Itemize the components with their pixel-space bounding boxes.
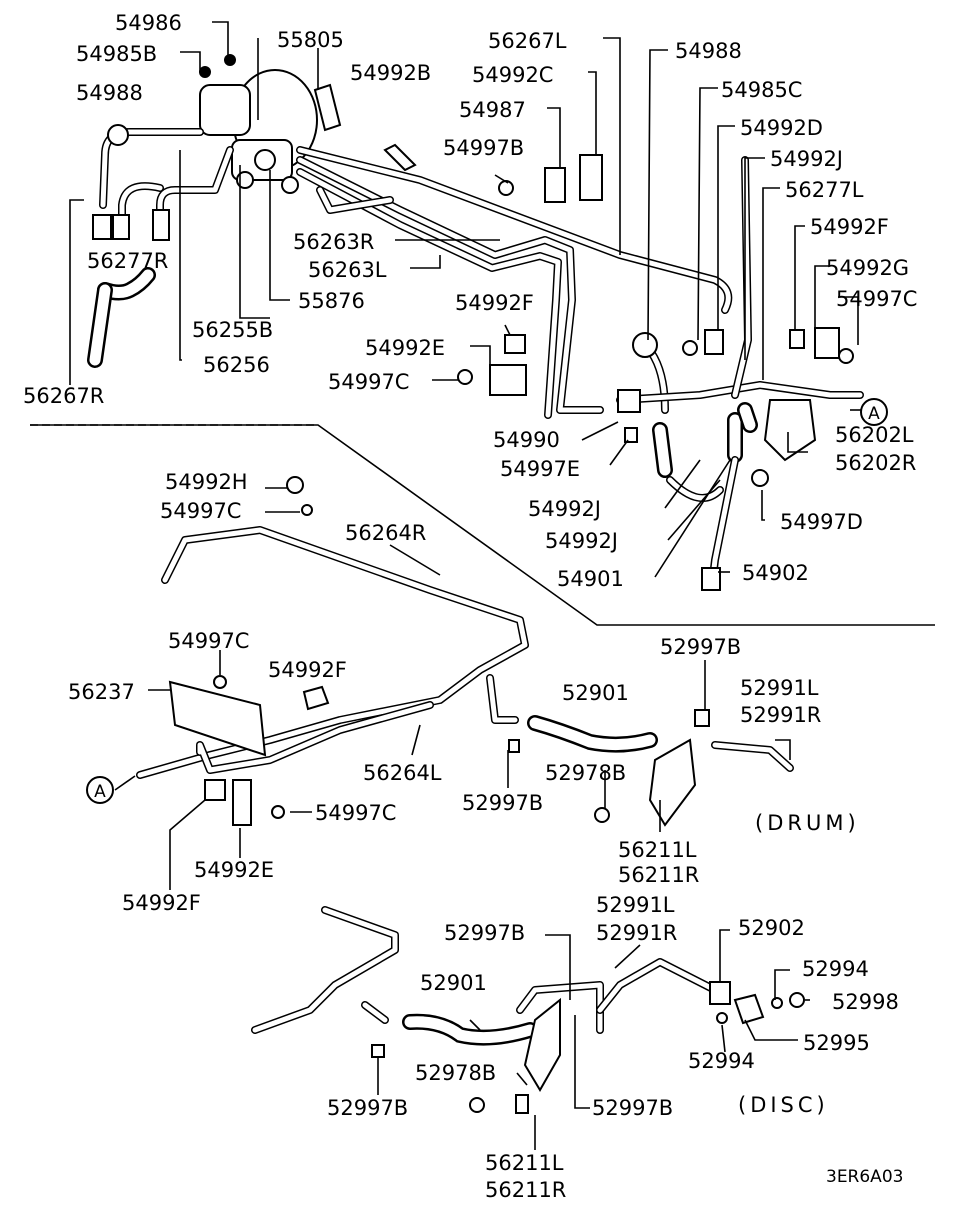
part-label: 56211L: [485, 1151, 564, 1175]
part-label: 54988: [76, 81, 143, 105]
part-label: 52901: [562, 681, 629, 705]
part-label: 54992C: [472, 63, 553, 87]
part-label: 54997B: [443, 136, 524, 160]
part-label: 54997C: [328, 370, 409, 394]
part-label: 54992J: [770, 147, 843, 171]
part-label: 54997C: [315, 801, 396, 825]
part-label: 54992G: [826, 256, 909, 280]
part-label: 52997B: [660, 635, 741, 659]
part-label: 56264L: [363, 761, 442, 785]
part-label: 56267L: [488, 29, 567, 53]
part-label: 54997C: [160, 499, 241, 523]
part-label: 54997E: [500, 457, 580, 481]
main-brake-lines: [296, 143, 864, 487]
part-label: 54992F: [810, 215, 889, 239]
reference-label-a: A: [868, 404, 880, 424]
part-label: 54992E: [194, 858, 274, 882]
part-label: 56211L: [618, 838, 697, 862]
reference-marker-a-top: A: [860, 398, 888, 426]
part-label: 54992F: [122, 891, 201, 915]
part-label: 56264R: [345, 521, 426, 545]
disc-detail-parts: [251, 906, 805, 1114]
reference-marker-a-bottom: A: [86, 776, 114, 804]
part-label: 52994: [802, 957, 869, 981]
rear-brake-lines: [136, 476, 529, 826]
part-label: 56202R: [835, 451, 916, 475]
part-label: 54992F: [268, 658, 347, 682]
part-label: 54992E: [365, 336, 445, 360]
part-label: 55805: [277, 28, 344, 52]
part-label: 56211R: [618, 863, 699, 887]
part-label: 54992B: [350, 61, 431, 85]
part-label: 54992F: [455, 291, 534, 315]
part-label: 54990: [493, 428, 560, 452]
part-label: 56256: [203, 353, 270, 377]
part-label: 52902: [738, 916, 805, 940]
leader-lines: [69, 21, 862, 1150]
part-label: 54985C: [721, 78, 802, 102]
part-label: 56267R: [23, 384, 104, 408]
drum-detail-parts: [508, 709, 794, 827]
part-labels: 54986 54985B 55805 54988 54992B 56267L 5…: [23, 11, 917, 1202]
part-label: 54992J: [545, 529, 618, 553]
front-left-brake-lines: [87, 124, 234, 368]
part-label: 54992D: [740, 116, 823, 140]
part-label: 56202L: [835, 423, 914, 447]
part-label: 54992H: [165, 470, 248, 494]
master-cylinder-assembly: [199, 54, 342, 194]
part-label: 52901: [420, 971, 487, 995]
part-label: 52991R: [596, 921, 677, 945]
part-label: 54902: [742, 561, 809, 585]
part-label: 52991L: [740, 676, 819, 700]
part-label: 52997B: [327, 1096, 408, 1120]
part-label: 52978B: [545, 761, 626, 785]
part-label: 56237: [68, 680, 135, 704]
part-label: 52994: [688, 1049, 755, 1073]
section-divider-lines: [30, 424, 935, 626]
part-label: 54901: [557, 567, 624, 591]
part-label: 52995: [803, 1031, 870, 1055]
part-label: 56263L: [308, 258, 387, 282]
diagram-code: 3ER6A03: [826, 1167, 903, 1187]
part-label: 52998: [832, 990, 899, 1014]
part-label: 56255B: [192, 318, 273, 342]
part-label: 52997B: [592, 1096, 673, 1120]
part-label: 54997C: [836, 287, 917, 311]
part-label: 52991R: [740, 703, 821, 727]
part-label: 52991L: [596, 893, 675, 917]
part-label: 54987: [459, 98, 526, 122]
front-hoses: [652, 402, 758, 591]
part-label: 54992J: [528, 497, 601, 521]
part-label: 54997C: [168, 629, 249, 653]
part-label: 54997D: [780, 510, 863, 534]
disc-section-label: (DISC): [738, 1093, 829, 1117]
part-label: 54986: [115, 11, 182, 35]
part-label: 56211R: [485, 1178, 566, 1202]
part-label: 52978B: [415, 1061, 496, 1085]
part-label: 52997B: [462, 791, 543, 815]
part-label: 54988: [675, 39, 742, 63]
part-label: 56263R: [293, 230, 374, 254]
part-label: 52997B: [444, 921, 525, 945]
part-label: 54985B: [76, 42, 157, 66]
drum-section-label: (DRUM): [755, 811, 860, 835]
reference-label-a: A: [94, 782, 106, 802]
part-label: 56277L: [785, 178, 864, 202]
part-label: 56277R: [87, 249, 168, 273]
part-label: 55876: [298, 289, 365, 313]
